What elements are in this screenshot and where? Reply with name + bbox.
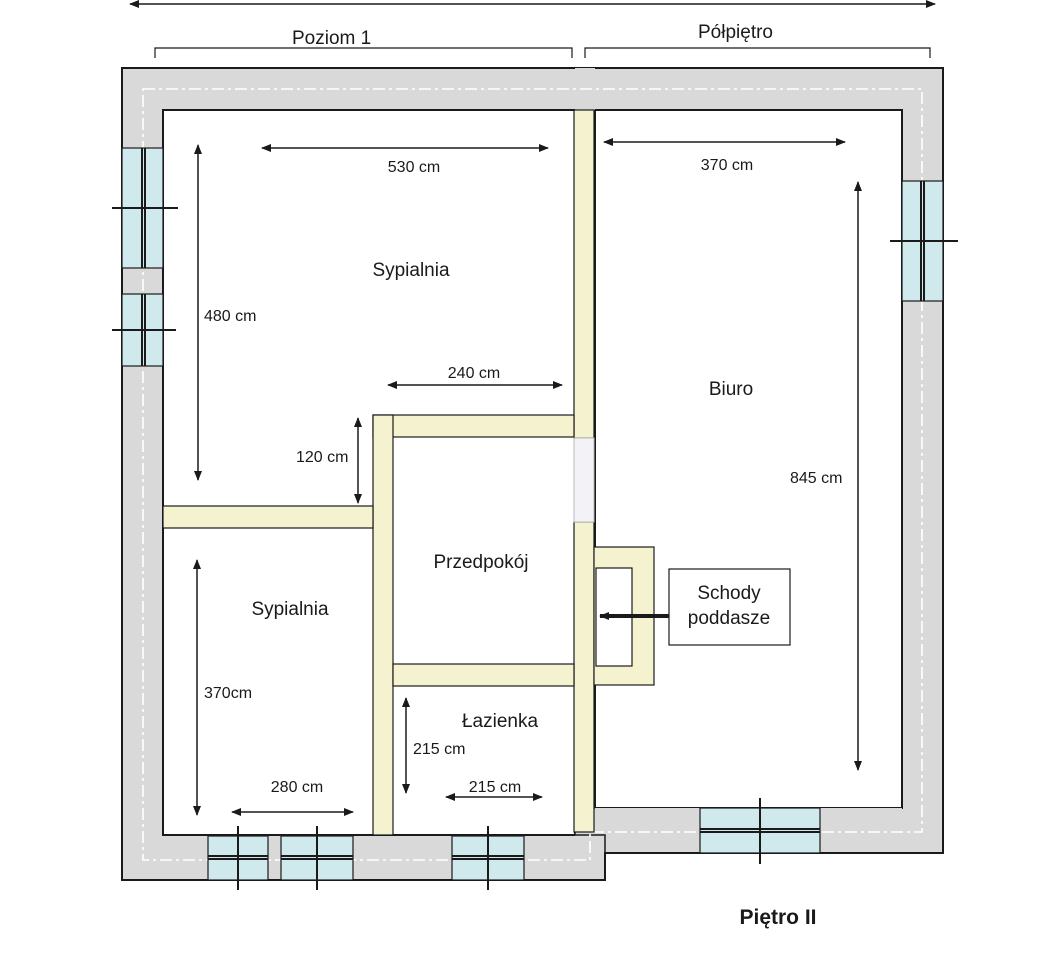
room-bedroom-bottom: Sypialnia — [251, 599, 329, 620]
partition-hall-left — [372, 414, 394, 836]
partition-hall-top — [372, 414, 575, 438]
dim-bedroom-bottom-height: 370cm — [204, 685, 252, 702]
level1-header: Poziom 1 — [292, 28, 371, 49]
dim-hall-offset-width: 240 cm — [448, 365, 500, 382]
floor-label: Piętro II — [739, 906, 816, 929]
dim-office-width: 370 cm — [701, 157, 753, 174]
dim-hall-offset-height: 120 cm — [296, 449, 348, 466]
partition-bath-top — [392, 663, 575, 687]
stairs-label-line2: poddasze — [688, 608, 770, 629]
room-hallway: Przedpokój — [433, 552, 528, 573]
dim-bedroom-top-height: 480 cm — [204, 308, 256, 325]
partition-central-upper — [573, 109, 595, 439]
partitions — [162, 109, 595, 836]
partition-central-lower — [573, 521, 595, 833]
partition-bedroom-split — [162, 505, 374, 529]
stairs-label-box — [668, 568, 791, 646]
room-office: Biuro — [709, 379, 753, 400]
insulation-line — [142, 88, 923, 861]
dim-office-height: 845 cm — [790, 470, 842, 487]
office-door — [573, 437, 595, 523]
stairs-label-line1: Schody — [697, 583, 761, 604]
dim-bedroom-top-width: 530 cm — [388, 159, 440, 176]
dim-bathroom-width: 215 cm — [469, 779, 521, 796]
mezzanine-header: Półpiętro — [698, 22, 773, 43]
dim-bedroom-bottom-width: 280 cm — [271, 779, 323, 796]
window-frames — [112, 148, 958, 890]
mezzanine-bracket — [584, 47, 931, 58]
room-bedroom-top: Sypialnia — [372, 260, 450, 281]
dimension-lines — [193, 138, 862, 816]
dim-bathroom-height: 215 cm — [413, 741, 465, 758]
level1-bracket — [154, 47, 573, 58]
room-bathroom: Łazienka — [462, 711, 538, 732]
